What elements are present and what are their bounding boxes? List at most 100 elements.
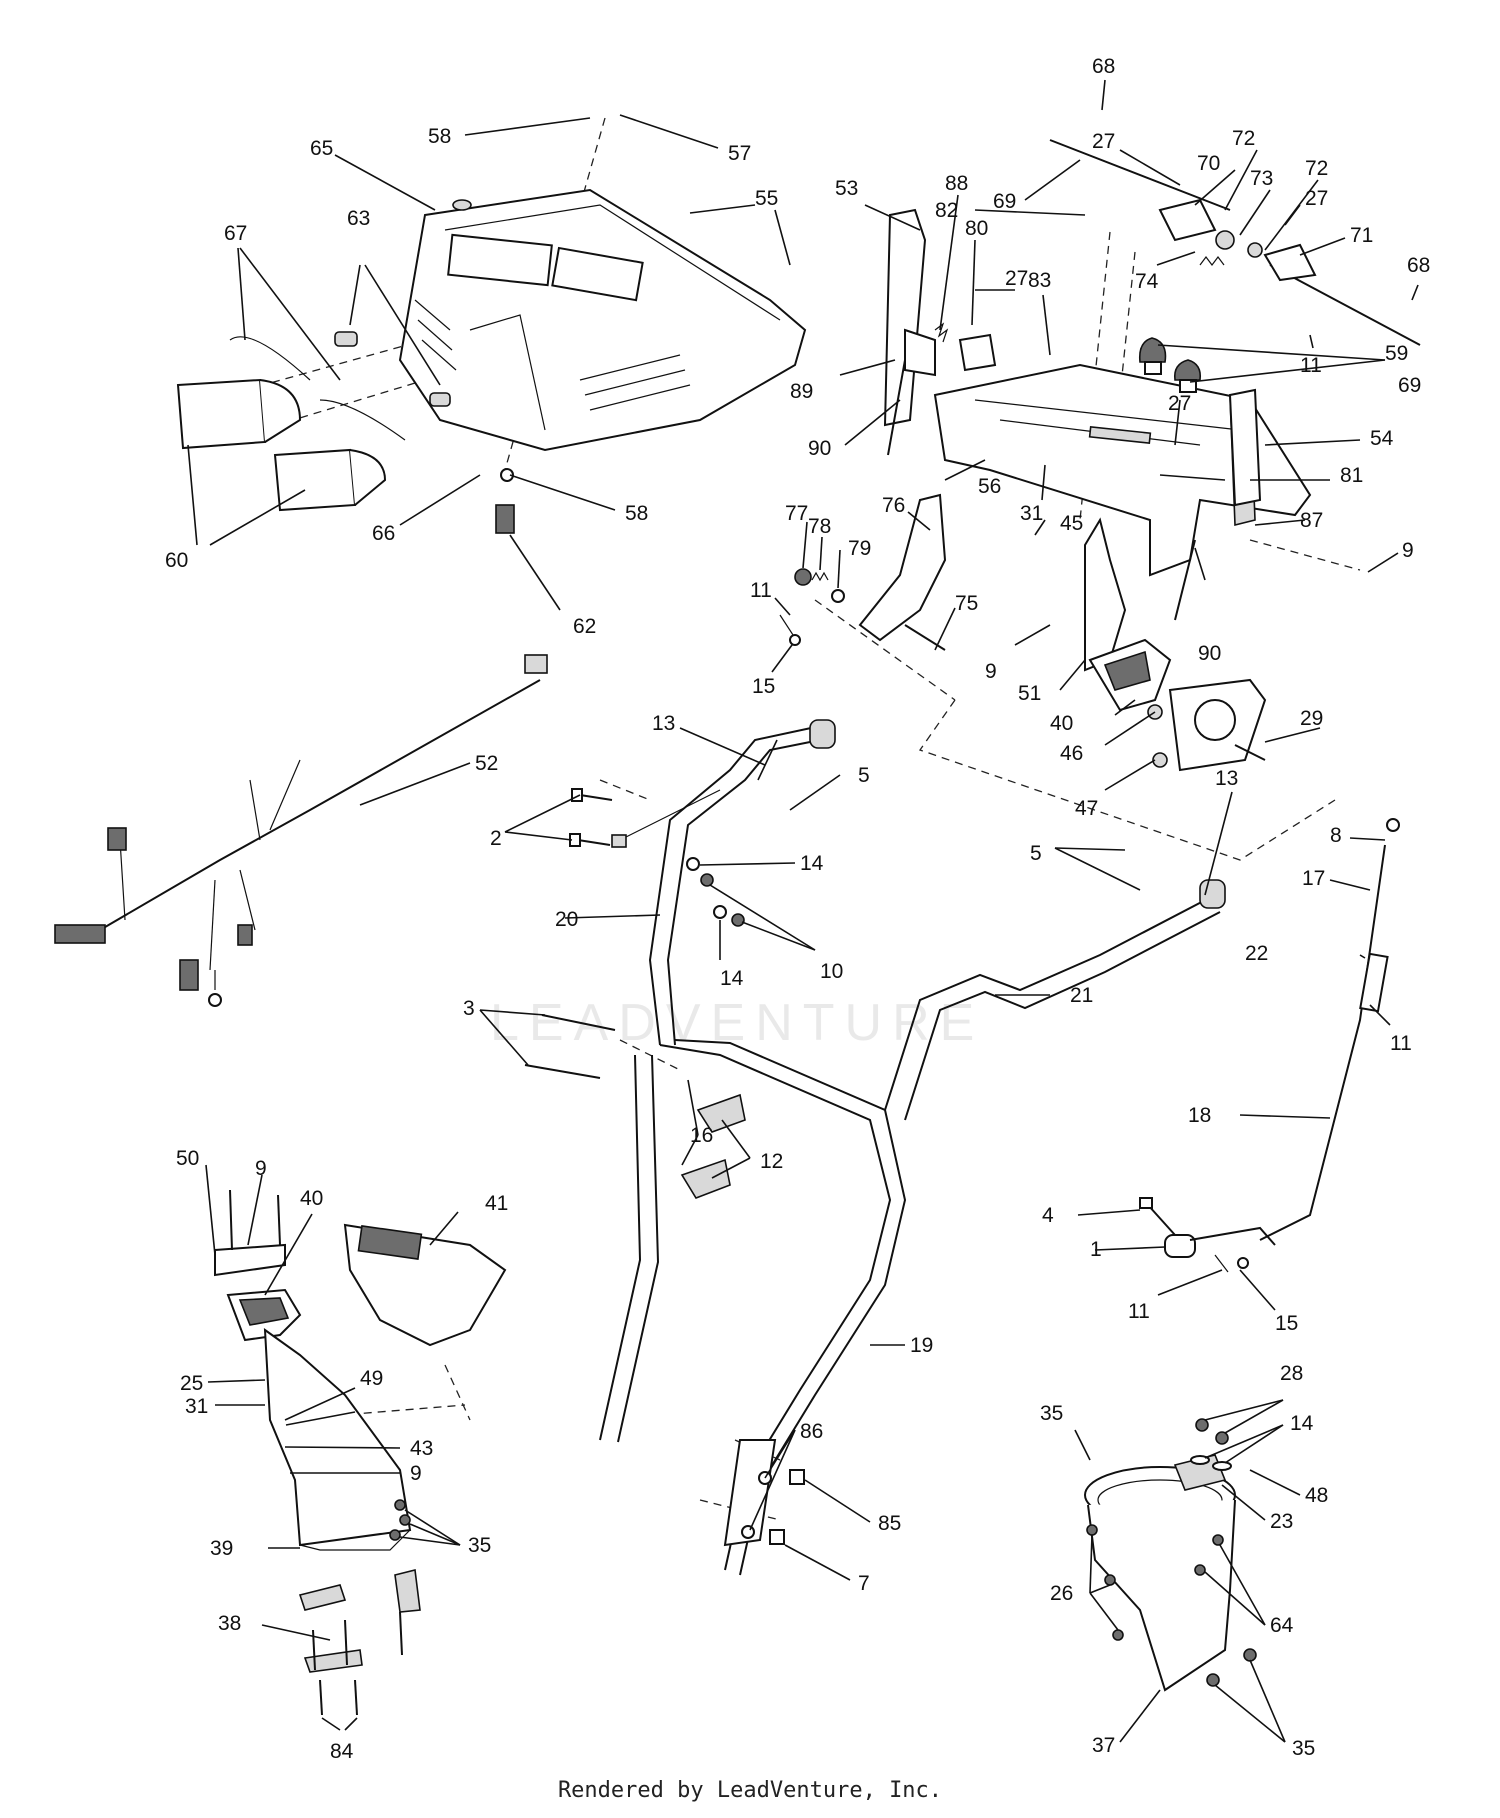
callout-13b: 13 [1215, 767, 1238, 790]
callout-labels: 58 57 65 55 67 63 60 66 58 62 52 68 27 7… [165, 55, 1430, 1763]
shift-arm-1 [1164, 1226, 1276, 1258]
callout-77: 77 [785, 502, 808, 525]
callout-29: 29 [1300, 707, 1323, 730]
headlight-left [176, 378, 302, 450]
switch [495, 468, 515, 534]
washer-15a [789, 634, 801, 646]
rod-bracket-71 [1263, 243, 1317, 282]
callout-5b: 5 [1030, 842, 1042, 865]
callout-11b: 11 [750, 579, 772, 602]
chute-clips-35 [389, 1499, 411, 1541]
chute-cover-41 [343, 1223, 507, 1347]
callout-11a: 11 [1300, 354, 1322, 377]
callout-69a: 69 [993, 190, 1016, 213]
shift-knob-left [1138, 337, 1167, 375]
bolt-85 [789, 1469, 805, 1485]
callout-39: 39 [210, 1537, 233, 1560]
rod-90-left [887, 359, 906, 456]
callout-21: 21 [1070, 984, 1093, 1007]
callout-70: 70 [1197, 152, 1220, 175]
callout-10: 10 [820, 960, 843, 983]
bolt-2-upper [571, 788, 613, 802]
callout-15a: 15 [752, 675, 775, 698]
callout-3: 3 [463, 997, 475, 1020]
bolt-29 [1234, 744, 1266, 761]
callout-52: 52 [475, 752, 498, 775]
callout-8: 8 [1330, 824, 1342, 847]
callout-26: 26 [1050, 1582, 1073, 1605]
upright-bracket-left [883, 208, 936, 427]
headlight-right [273, 448, 387, 512]
shift-rod-upper [1049, 139, 1231, 211]
bracket-80 [958, 333, 997, 372]
knob-12-lower [680, 1158, 731, 1199]
spring-74 [1199, 256, 1225, 266]
shift-rod-18 [1259, 818, 1400, 1241]
callout-58a: 58 [428, 125, 451, 148]
callout-7: 7 [858, 1572, 870, 1595]
nuts-35-lower [1206, 1648, 1257, 1687]
wiring-harness [54, 654, 548, 1007]
callout-16: 16 [690, 1124, 713, 1147]
light-wire-lower [319, 399, 406, 441]
nut-47 [1152, 752, 1168, 768]
callout-56: 56 [978, 475, 1001, 498]
bulb-lower [429, 392, 451, 407]
callout-1: 1 [1090, 1238, 1102, 1261]
callout-65: 65 [310, 137, 333, 160]
callout-49: 49 [360, 1367, 383, 1390]
callout-74: 74 [1135, 270, 1159, 293]
callout-40a: 40 [1050, 712, 1073, 735]
callout-85: 85 [878, 1512, 901, 1535]
callout-69b: 69 [1398, 374, 1421, 397]
callout-81: 81 [1340, 464, 1363, 487]
callout-47: 47 [1075, 797, 1098, 820]
callout-88: 88 [945, 172, 968, 195]
rod-bracket-70 [1158, 198, 1217, 242]
callout-45: 45 [1060, 512, 1083, 535]
callout-54: 54 [1370, 427, 1394, 450]
leader-lines [187, 79, 1419, 1743]
washers-28-14 [1190, 1418, 1232, 1471]
upper-handle-left [611, 719, 836, 1046]
callout-43: 43 [410, 1437, 433, 1460]
callout-5a: 5 [858, 764, 870, 787]
bolt-7 [769, 1529, 785, 1545]
callout-60: 60 [165, 549, 188, 572]
callout-83: 83 [1028, 269, 1051, 292]
watermark: LEADVENTURE [490, 994, 984, 1052]
callout-19: 19 [910, 1334, 933, 1357]
callout-80: 80 [965, 217, 988, 240]
callout-57: 57 [728, 142, 751, 165]
callout-53: 53 [835, 177, 858, 200]
callout-17: 17 [1302, 867, 1325, 890]
light-wire-upper [229, 336, 311, 381]
callout-4: 4 [1042, 1204, 1054, 1227]
cotter-pin-11d [1214, 1254, 1229, 1273]
callout-71: 71 [1350, 224, 1373, 247]
callout-37: 37 [1092, 1734, 1115, 1757]
rod-90-right [1174, 539, 1196, 621]
callout-66: 66 [372, 522, 395, 545]
callout-63: 63 [347, 207, 370, 230]
gear-cover-40-bottom [226, 1288, 302, 1342]
callout-22: 22 [1245, 942, 1268, 965]
callout-35b: 35 [468, 1534, 491, 1557]
callout-78: 78 [808, 515, 831, 538]
bolt-4 [1139, 1197, 1176, 1236]
callout-14c: 14 [1290, 1412, 1314, 1435]
callout-9a: 9 [1402, 539, 1414, 562]
nut-10a [700, 873, 714, 887]
shift-knob-right [1173, 359, 1202, 393]
upright-bracket-right [1228, 388, 1262, 507]
callout-12: 12 [760, 1150, 783, 1173]
knob-12-upper [696, 1093, 746, 1133]
callout-62: 62 [573, 615, 596, 638]
callout-84: 84 [330, 1740, 354, 1763]
bulb-upper [334, 331, 358, 347]
callout-73: 73 [1250, 167, 1273, 190]
callout-25: 25 [180, 1372, 203, 1395]
callout-46: 46 [1060, 742, 1083, 765]
callout-58b: 58 [625, 502, 648, 525]
